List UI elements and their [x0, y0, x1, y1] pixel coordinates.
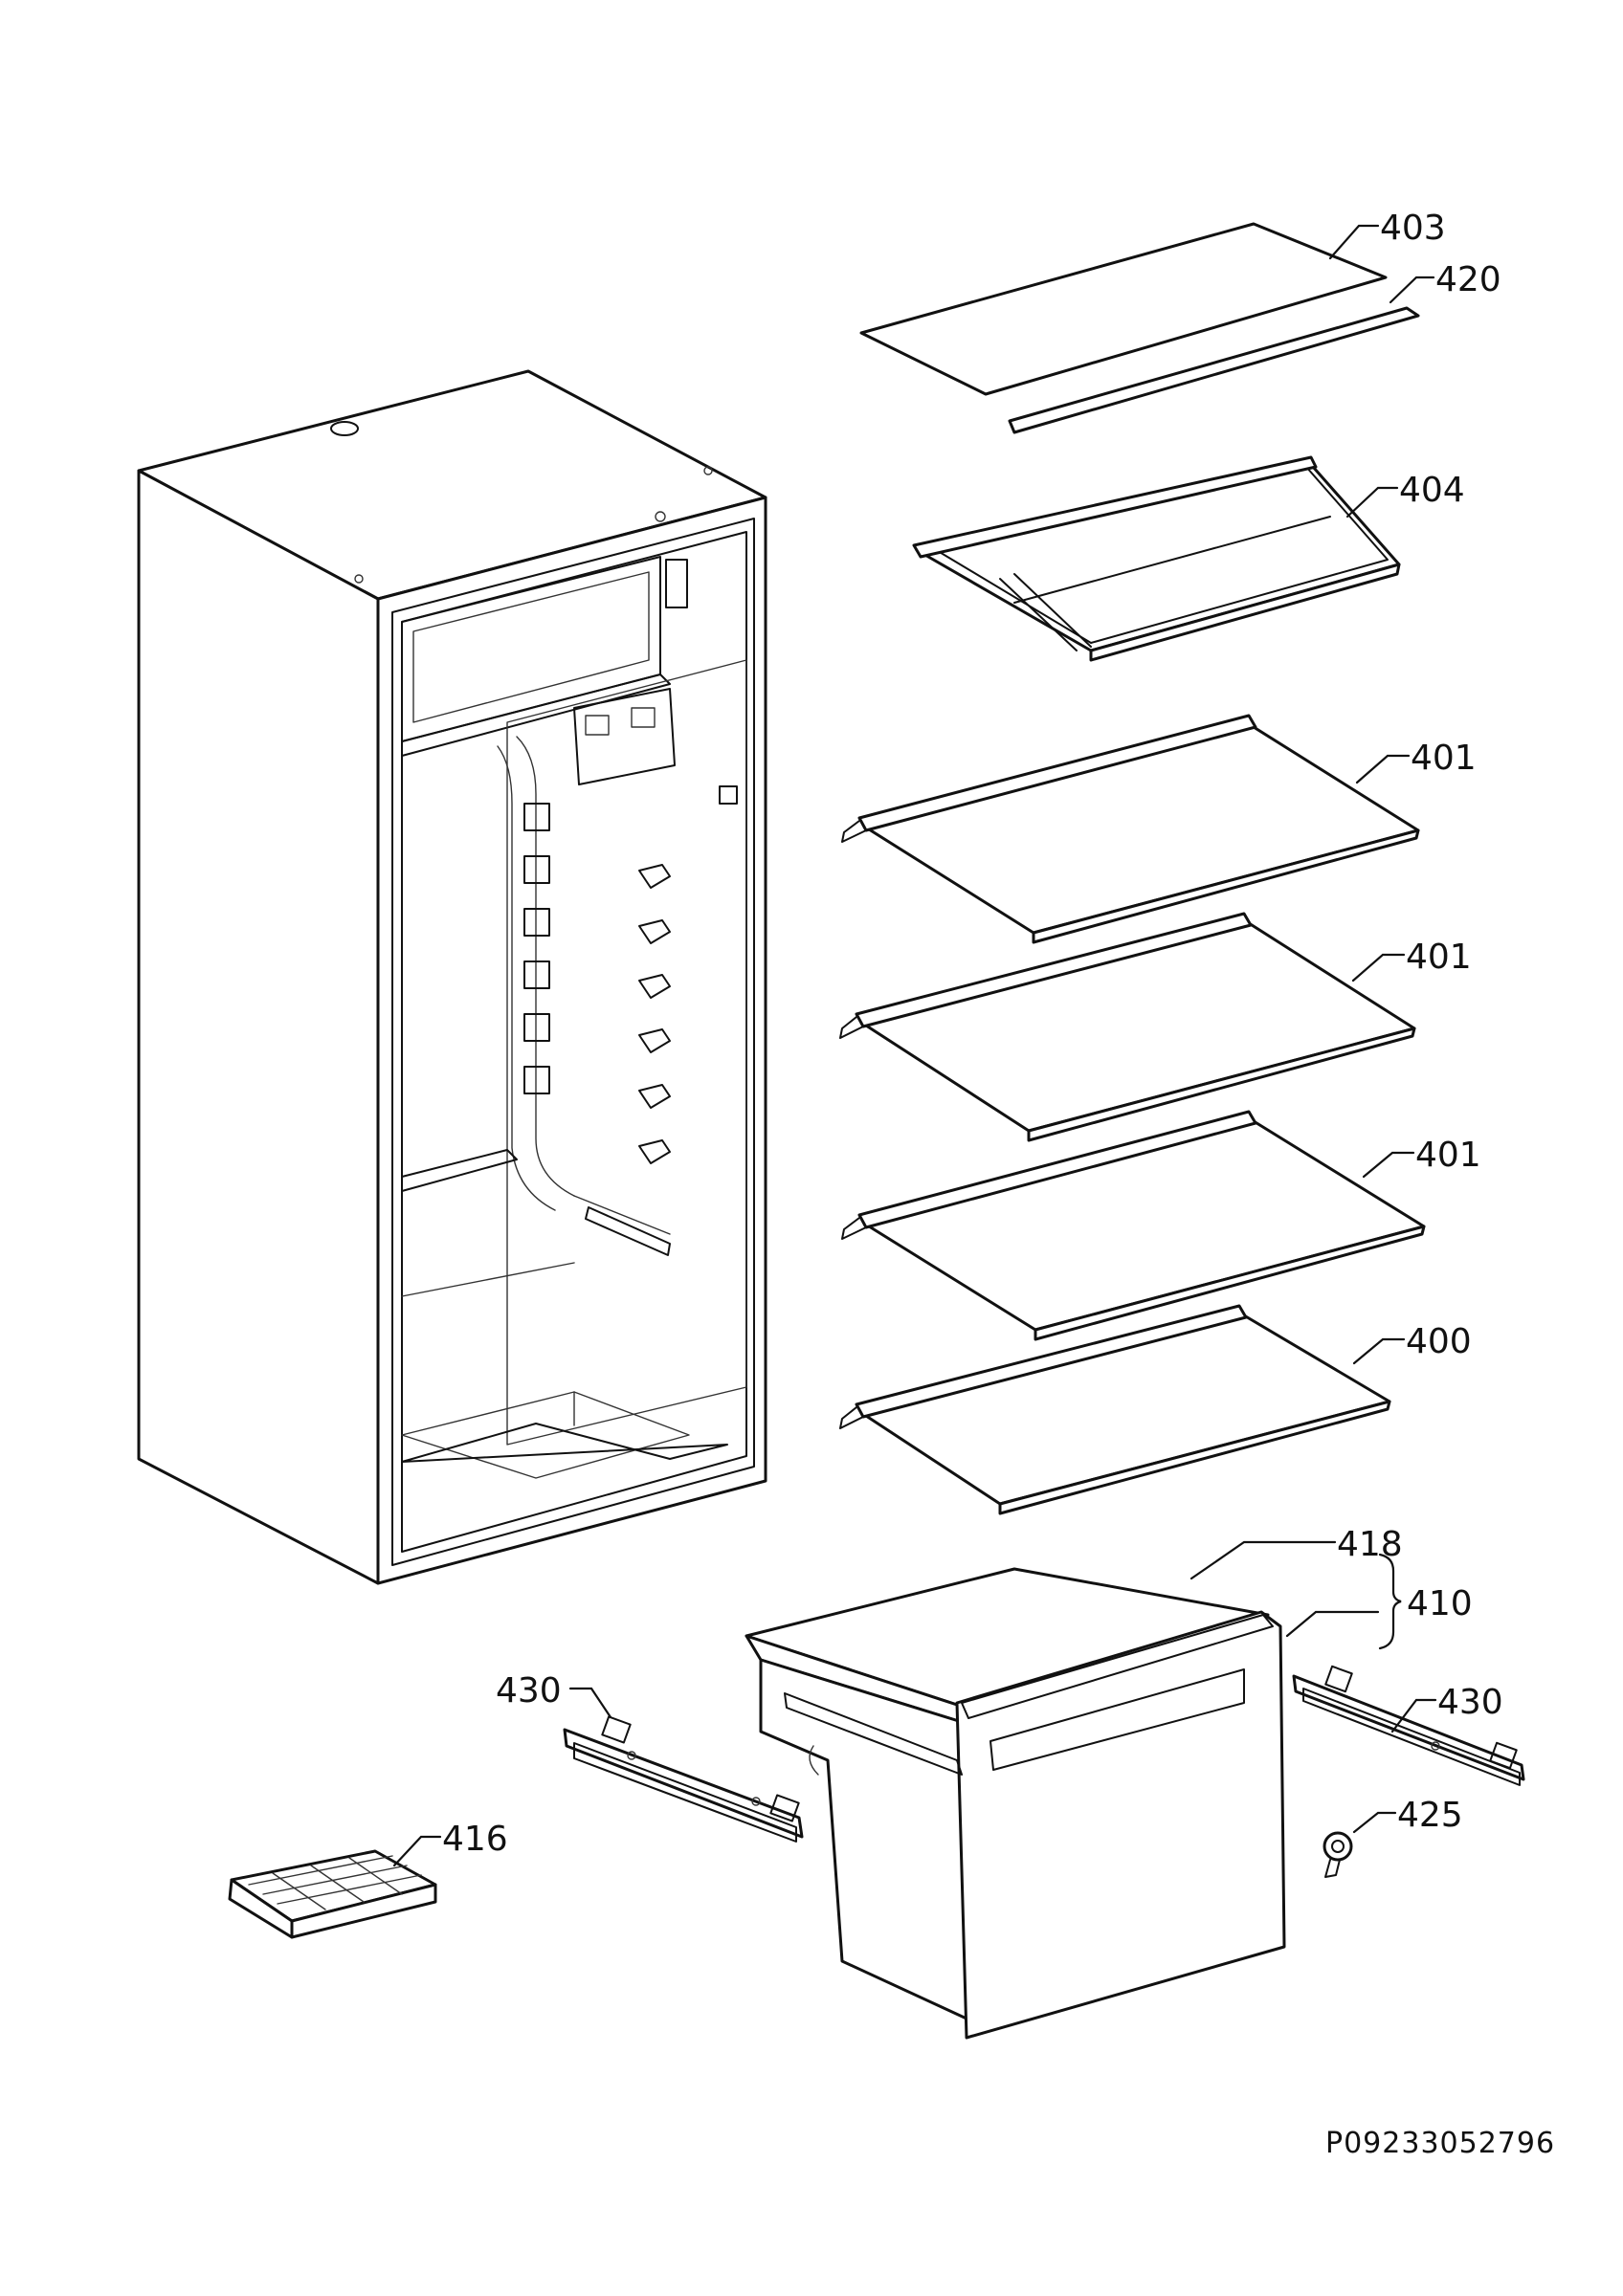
label-418: 418	[1337, 1525, 1403, 1564]
label-430-left: 430	[496, 1671, 562, 1711]
label-425: 425	[1397, 1796, 1463, 1835]
label-404: 404	[1399, 471, 1465, 510]
part-401-glass-shelf-c	[841, 1110, 1426, 1341]
part-403-glass-cover	[859, 222, 1388, 396]
label-416: 416	[442, 1820, 508, 1859]
label-403: 403	[1380, 209, 1446, 248]
part-420-trim-strip	[1008, 306, 1420, 434]
refrigerator-cabinet	[137, 369, 767, 1585]
part-401-glass-shelf-a	[841, 714, 1420, 944]
label-401-a: 401	[1411, 739, 1477, 778]
label-401-c: 401	[1415, 1136, 1481, 1175]
part-430-slide-rail-right	[1292, 1665, 1525, 1786]
part-400-glass-shelf	[839, 1304, 1391, 1515]
label-420: 420	[1435, 260, 1501, 299]
part-410-crisper-drawer	[745, 1567, 1286, 2040]
label-410: 410	[1407, 1584, 1473, 1623]
part-416-ice-tray	[228, 1849, 437, 1939]
leader-lines	[392, 224, 1437, 1867]
label-401-b: 401	[1406, 938, 1472, 977]
label-430-right: 430	[1437, 1683, 1503, 1722]
part-430-slide-rail-left	[563, 1715, 804, 1843]
label-400: 400	[1406, 1322, 1472, 1361]
part-425-knob	[1323, 1831, 1353, 1878]
part-404-framed-shelf	[912, 455, 1401, 662]
part-labels: 403 420 404 401 401 401 400 418 410 430 …	[442, 209, 1555, 2160]
drawing-code: P09233052796	[1325, 2127, 1555, 2160]
part-401-glass-shelf-b	[839, 912, 1416, 1142]
